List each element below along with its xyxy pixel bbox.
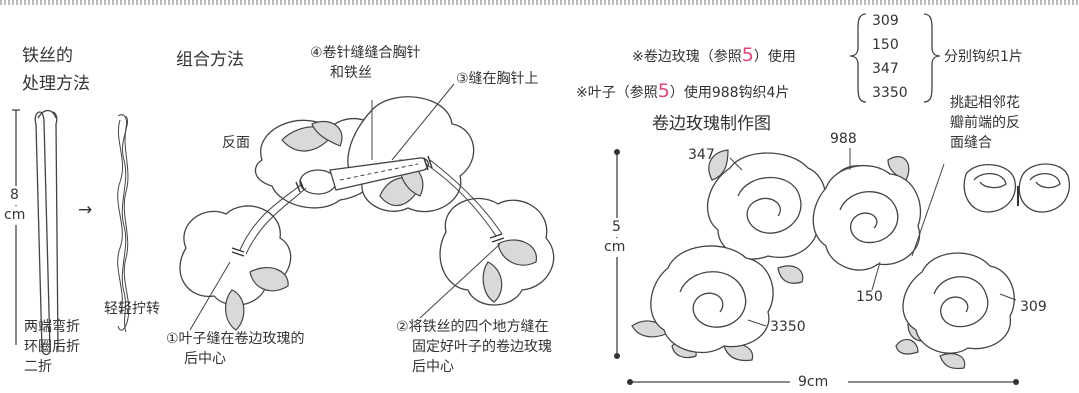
assembly-drawing <box>179 83 555 331</box>
color-label-150: 150 <box>856 289 883 305</box>
width-label: 9cm <box>798 374 829 390</box>
step3-label: ③缝在胸针上 <box>456 71 539 87</box>
leaf-note-suffix: ）使用988钩织4片 <box>669 85 790 101</box>
rose-note-prefix: ※卷边玫瑰（参照 <box>632 49 742 65</box>
color-label-988: 988 <box>830 131 857 147</box>
rose-construction-drawing <box>614 148 1070 385</box>
color-309: 309 <box>872 13 899 29</box>
color-label-347: 347 <box>688 147 715 163</box>
bend-note-line1: 两端弯折 <box>24 319 80 335</box>
assembly-title: 组合方法 <box>176 50 244 70</box>
rose-note-suffix: ）使用 <box>753 49 796 65</box>
wire-method-title-line2: 处理方法 <box>22 74 90 94</box>
pick-note-line2: 瓣前端的反 <box>950 115 1020 131</box>
step2-line3: 后中心 <box>412 359 454 375</box>
color-150: 150 <box>872 37 899 53</box>
color-label-3350: 3350 <box>770 319 806 335</box>
each-one-note: 分别钩织1片 <box>944 49 1023 65</box>
twisted-wire-drawing <box>117 114 130 333</box>
height-unit: cm <box>604 238 626 257</box>
step1-line2: 后中心 <box>184 351 226 367</box>
color-3350: 3350 <box>872 85 908 101</box>
wire-method-title-line1: 铁丝的 <box>22 46 73 66</box>
bend-note-line2: 环圈后折 <box>24 339 80 355</box>
arrow-icon: → <box>78 200 93 220</box>
top-border-rule <box>0 0 1079 5</box>
step2-line2: 固定好叶子的卷边玫瑰 <box>412 339 552 355</box>
leaf-yarn-note: ※叶子（参照5）使用988钩织4片 <box>576 82 789 103</box>
rose-figure-title: 卷边玫瑰制作图 <box>652 114 771 134</box>
step1-line1: ①叶子缝在卷边玫瑰的 <box>166 331 305 347</box>
pick-note-line1: 挑起相邻花 <box>950 95 1020 111</box>
height-number: 5 <box>612 218 621 237</box>
reverse-side-label: 反面 <box>222 135 250 151</box>
twist-note: 轻轻拧转 <box>104 301 160 317</box>
step4-line1: ④卷针缝缝合胸针 <box>310 45 421 61</box>
folded-wire-drawing <box>34 109 59 356</box>
wire-length-unit: cm <box>4 206 26 225</box>
leaf-ref-number: 5 <box>657 80 670 102</box>
bend-note-line3: 二折 <box>24 359 52 375</box>
color-label-309: 309 <box>1020 299 1047 315</box>
color-347: 347 <box>872 61 899 77</box>
rose-yarn-note: ※卷边玫瑰（参照5）使用 <box>632 46 796 67</box>
dimension-8cm-line <box>12 109 20 345</box>
wire-length-number: 8 <box>10 186 19 205</box>
pick-note-line3: 面缝合 <box>950 135 992 151</box>
rose-ref-number: 5 <box>741 44 754 66</box>
leaf-note-prefix: ※叶子（参照 <box>576 85 658 101</box>
step4-line2: 和铁丝 <box>330 65 372 81</box>
step2-line1: ②将铁丝的四个地方缝在 <box>396 319 549 335</box>
